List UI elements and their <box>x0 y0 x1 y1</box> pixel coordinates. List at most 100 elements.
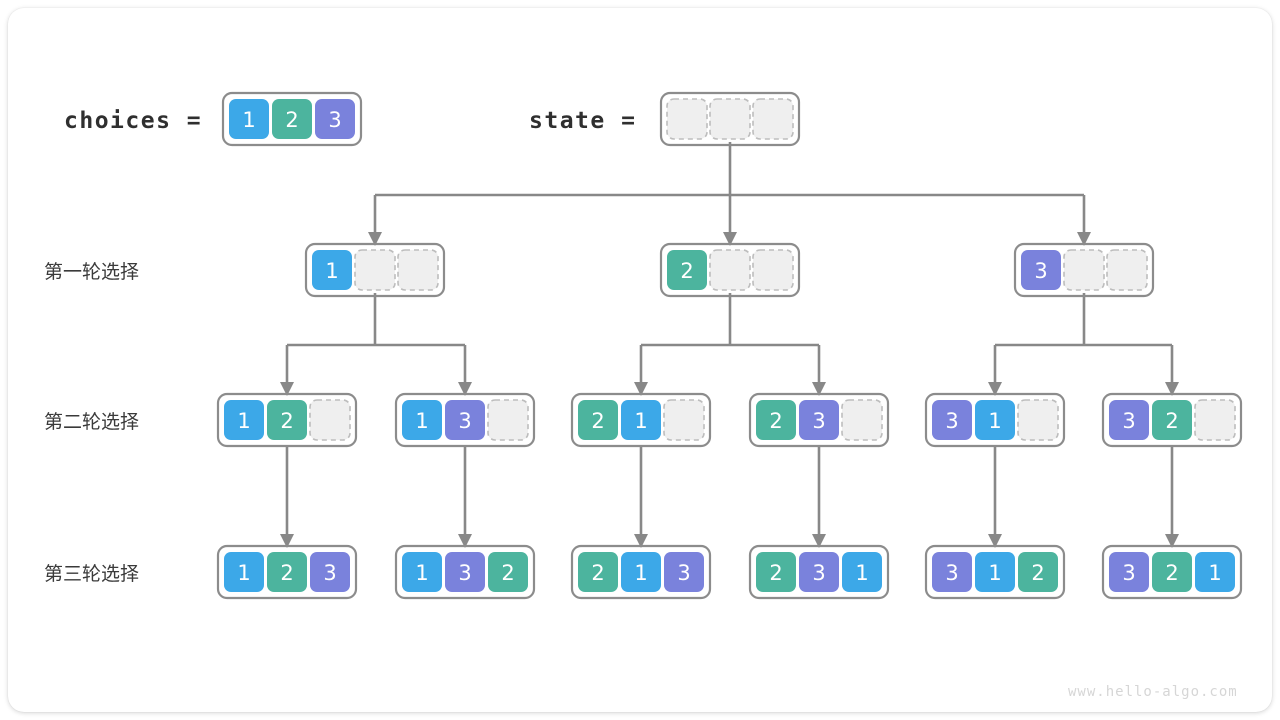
arrowhead-l3-5 <box>988 534 1002 548</box>
round2-state-4-value-0: 2 <box>769 409 782 433</box>
arrowhead-l3-6 <box>1165 534 1179 548</box>
round1-state-3-frame <box>1013 242 1155 298</box>
round2-state-1-value-0: 1 <box>237 409 250 433</box>
round3-state-1-value-1: 2 <box>280 561 293 585</box>
arrowhead-root-n1 <box>368 232 382 246</box>
round3-state-4-frame <box>748 544 890 600</box>
round1-state-1-cell-0-filled <box>312 250 352 290</box>
round2-state-4-value-1: 3 <box>812 409 825 433</box>
round1-state-1-cell-2-empty <box>397 249 439 291</box>
round1-state-2-cell-2-empty <box>752 249 794 291</box>
round2-state-5-value-0: 3 <box>945 409 958 433</box>
round2-state-6-value-0: 3 <box>1122 409 1135 433</box>
round1-state-3-cell-2-empty <box>1106 249 1148 291</box>
round2-state-2-cell-0-filled <box>402 400 442 440</box>
round3-state-1-value-0: 1 <box>237 561 250 585</box>
arrowhead-l3-4 <box>812 534 826 548</box>
round1-state-2-frame <box>659 242 801 298</box>
round2-state-4-cell-1-filled <box>799 400 839 440</box>
round2-state-4-cell-0-filled <box>756 400 796 440</box>
round2-state-2-cell-1-filled <box>445 400 485 440</box>
arrowhead-n1-c2 <box>458 382 472 396</box>
round3-state-6-cell-2-filled <box>1195 552 1235 592</box>
round3-state-2-value-0: 1 <box>415 561 428 585</box>
state-array-cell-0-empty <box>666 98 708 140</box>
round3-state-5-frame <box>924 544 1066 600</box>
round3-state-1-cell-0-filled <box>224 552 264 592</box>
arrowhead-n1-c1 <box>280 382 294 396</box>
round3-state-4-value-1: 3 <box>812 561 825 585</box>
arrowhead-n2-c1 <box>634 382 648 396</box>
row-label-round-1: 第一轮选择 <box>44 261 139 283</box>
round2-state-6-value-1: 2 <box>1165 409 1178 433</box>
round2-state-3-cell-0-filled <box>578 400 618 440</box>
round1-state-1-cell-1-empty <box>354 249 396 291</box>
round2-state-1-cell-1-filled <box>267 400 307 440</box>
row-label-round-3: 第三轮选择 <box>44 563 139 585</box>
choices-label: choices = <box>64 108 202 134</box>
round3-state-4-cell-0-filled <box>756 552 796 592</box>
round3-state-4-cell-2-filled <box>842 552 882 592</box>
round1-state-1-value-0: 1 <box>325 259 338 283</box>
state-array <box>659 91 801 147</box>
round2-state-3-value-0: 2 <box>591 409 604 433</box>
choices-array-value-2: 3 <box>328 108 341 132</box>
permutation-tree-diagram: choices = state = 第一轮选择 第二轮选择 第三轮选择 <box>44 91 1243 700</box>
round1-state-2: 2 <box>659 242 801 298</box>
round3-state-6-value-1: 2 <box>1165 561 1178 585</box>
round3-state-3: 2 1 3 <box>570 544 712 600</box>
round3-state-2-cell-1-filled <box>445 552 485 592</box>
round3-state-6-frame <box>1101 544 1243 600</box>
arrowhead-l3-2 <box>458 534 472 548</box>
round2-state-6-frame <box>1101 392 1243 448</box>
round3-state-2-frame <box>394 544 536 600</box>
choices-array-cell-0-filled <box>229 99 269 139</box>
state-array-cell-1-empty <box>709 98 751 140</box>
round3-state-4-value-0: 2 <box>769 561 782 585</box>
round3-state-2-value-1: 3 <box>458 561 471 585</box>
round3-state-2-cell-0-filled <box>402 552 442 592</box>
round3-state-6-value-2: 1 <box>1208 561 1221 585</box>
state-array-frame <box>659 91 801 147</box>
choices-array-cell-1-filled <box>272 99 312 139</box>
round1-state-3-cell-1-empty <box>1063 249 1105 291</box>
arrowhead-n3-c1 <box>988 382 1002 396</box>
diagram-card: choices = state = 第一轮选择 第二轮选择 第三轮选择 <box>8 8 1272 712</box>
arrowhead-l3-3 <box>634 534 648 548</box>
round2-state-6-cell-2-empty <box>1194 399 1236 441</box>
round2-state-4-cell-2-empty <box>841 399 883 441</box>
round2-state-2-cell-2-empty <box>487 399 529 441</box>
round1-state-2-cell-0-filled <box>667 250 707 290</box>
round3-state-3-cell-0-filled <box>578 552 618 592</box>
round3-state-5-cell-2-filled <box>1018 552 1058 592</box>
round3-state-1-cell-1-filled <box>267 552 307 592</box>
round3-state-3-value-2: 3 <box>677 561 690 585</box>
arrowhead-root-n2 <box>723 232 737 246</box>
state-array-cell-2-empty <box>752 98 794 140</box>
round3-state-3-value-1: 1 <box>634 561 647 585</box>
round3-state-6-cell-0-filled <box>1109 552 1149 592</box>
round3-state-1-value-2: 3 <box>323 561 336 585</box>
round3-state-3-cell-1-filled <box>621 552 661 592</box>
round2-state-3-value-1: 1 <box>634 409 647 433</box>
arrowhead-n2-c2 <box>812 382 826 396</box>
row-label-round-2: 第二轮选择 <box>44 411 139 433</box>
choices-array-cell-2-filled <box>315 99 355 139</box>
round2-state-5-cell-2-empty <box>1017 399 1059 441</box>
round3-state-2-cell-2-filled <box>488 552 528 592</box>
round2-state-1-cell-2-empty <box>309 399 351 441</box>
round3-state-3-value-0: 2 <box>591 561 604 585</box>
round3-state-1: 1 2 3 <box>216 544 358 600</box>
round3-state-5-value-1: 1 <box>988 561 1001 585</box>
arrowhead-l3-1 <box>280 534 294 548</box>
round2-state-6-cell-0-filled <box>1109 400 1149 440</box>
round2-state-5-value-1: 1 <box>988 409 1001 433</box>
